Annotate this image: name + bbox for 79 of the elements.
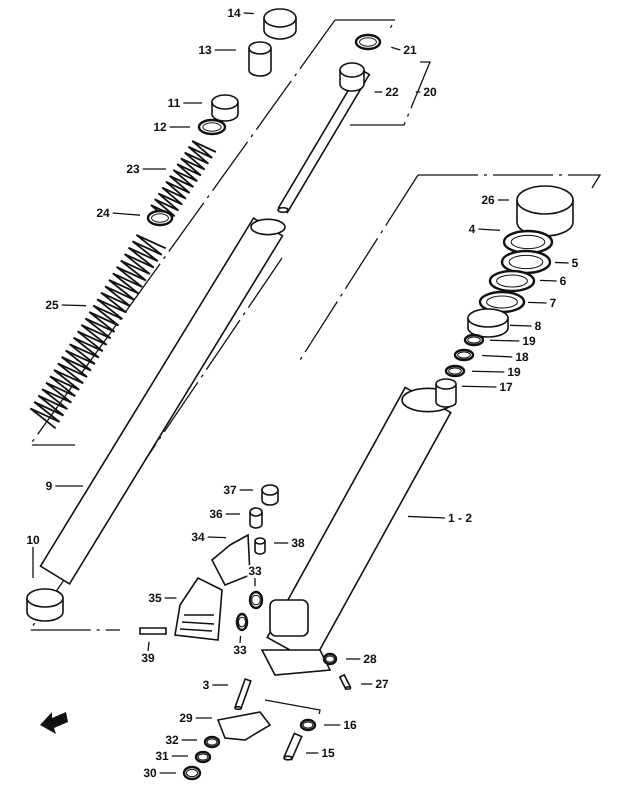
leader-line [172,755,188,757]
callout-number: 23 [125,163,141,175]
leader-line [416,91,420,93]
callout-number: 30 [142,767,158,779]
callout-number: 9 [44,480,54,492]
leader-line [208,536,226,538]
callout-number: 35 [147,592,163,604]
callout-number: 22 [384,86,400,98]
leader-line [462,386,496,388]
leader-line [212,684,228,686]
callout-number: 17 [498,381,514,393]
callout-number: 27 [374,678,390,690]
callout-number: 15 [320,747,336,759]
callout-number: 16 [342,719,358,731]
leader-line [32,547,34,578]
leader-line [55,485,83,487]
leader-line [160,772,176,774]
leader-line [391,46,401,51]
callout-number: 12 [152,121,168,133]
callout-number: 7 [548,297,558,309]
callout-number: 20 [422,86,438,98]
callout-number: 8 [534,320,542,332]
leader-line [306,752,318,754]
callout-number: 1 - 2 [447,512,473,524]
callout-number: 25 [44,299,60,311]
leader-line [183,102,202,104]
callout-number: 10 [25,534,41,546]
leader-line [498,199,509,201]
leader-line [540,280,557,282]
callout-number: 33 [247,565,263,577]
leader-line [240,489,253,491]
leader-line [490,340,520,342]
leader-line [346,658,360,660]
leader-line [472,370,504,373]
callout-number: 39 [140,652,156,664]
leader-line [142,168,166,170]
callout-number: 18 [514,351,530,363]
leader-line [374,91,382,93]
callout-number: 5 [570,257,580,269]
callout-number: 29 [178,712,194,724]
leader-line [214,49,236,51]
callout-number: 21 [402,44,418,56]
callout-number: 11 [166,97,182,109]
leader-line [112,212,140,216]
leader-line [147,642,150,652]
leader-line [164,597,176,599]
leader-line [528,302,547,304]
leader-line [324,724,340,726]
leader-line [239,636,242,644]
leader-line [482,354,512,358]
callout-number: 37 [222,484,238,496]
leader-line [196,717,212,719]
leader-line [182,739,197,741]
callout-number: 13 [197,44,213,56]
leader-line [554,262,569,264]
callout-number: 6 [558,275,568,287]
callout-number: 28 [362,653,378,665]
callout-number: 4 [468,223,476,235]
leader-line [170,126,190,128]
callout-number: 33 [232,644,248,656]
callout-number: 24 [95,207,111,219]
callout-number: 36 [208,508,224,520]
leader-line [361,683,372,685]
leader-line [408,516,446,519]
leader-line [274,542,288,544]
leader-line [62,304,86,306]
leader-line [478,228,500,232]
callout-number: 32 [164,734,180,746]
callout-number: 26 [480,194,496,206]
callout-number: 14 [226,7,242,19]
callout-number: 31 [154,750,170,762]
leader-line [226,513,240,515]
callout-number: 34 [190,531,206,543]
leader-line [510,324,532,327]
callout-number: 19 [521,335,537,347]
callout-number: 38 [290,537,306,549]
callout-number: 3 [202,679,210,691]
leader-line [244,12,254,14]
callout-number: 19 [506,366,522,378]
